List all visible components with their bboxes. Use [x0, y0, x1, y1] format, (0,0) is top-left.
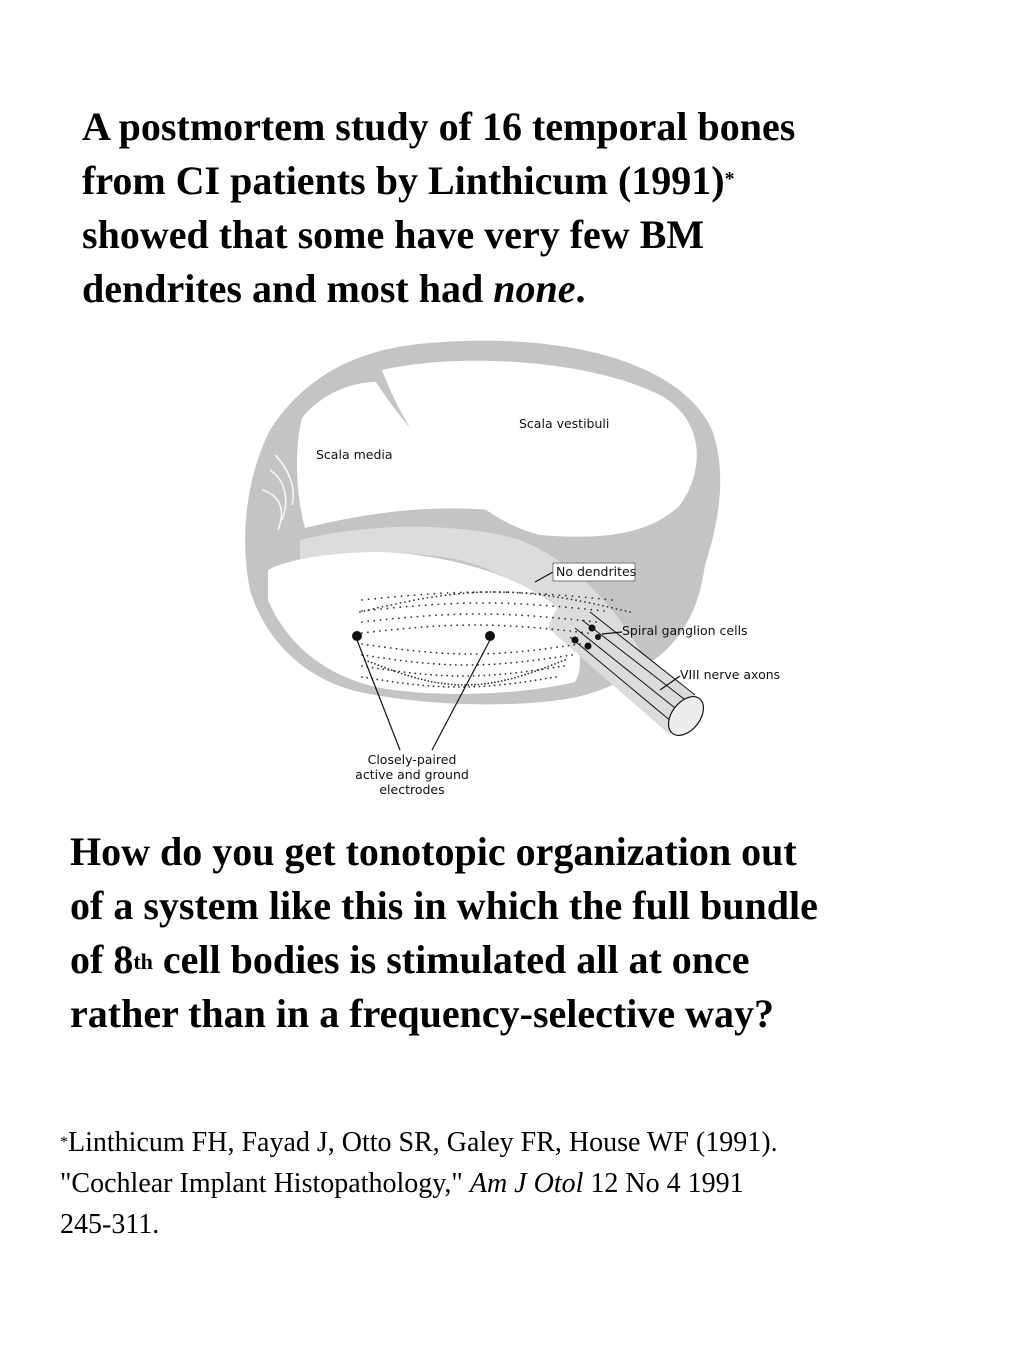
intro-paragraph: A postmortem study of 16 temporal bones …	[82, 100, 962, 316]
reference-line-1: Linthicum FH, Fayad J, Otto SR, Galey FR…	[68, 1127, 778, 1158]
label-nerve-axons: VIII nerve axons	[680, 667, 780, 682]
question-line-4: rather than in a frequency-selective way…	[70, 991, 774, 1036]
ordinal-suffix: th	[133, 949, 153, 974]
electrode-pair	[352, 631, 495, 641]
intro-line-4: dendrites and most had	[82, 266, 494, 311]
question-paragraph: How do you get tonotopic organization ou…	[70, 825, 970, 1041]
reference-line-2b: 12 No 4 1991	[583, 1168, 744, 1199]
question-line-3b: cell bodies is stimulated all at once	[152, 937, 750, 982]
label-box-no-dendrites	[552, 562, 636, 582]
scala-media-region	[296, 382, 490, 528]
footnote-mark: *	[724, 168, 735, 190]
question-line-1: How do you get tonotopic organization ou…	[70, 829, 797, 874]
intro-line-2: from CI patients by Linthicum (1991)	[82, 158, 725, 203]
label-spiral-ganglion: Spiral ganglion cells	[622, 623, 748, 638]
spiral-ligament-striations	[261, 454, 294, 531]
reference-line-2a: "Cochlear Implant Histopathology,"	[60, 1168, 470, 1199]
intro-period: .	[575, 266, 586, 311]
label-scala-media: Scala media	[316, 447, 393, 462]
intro-line-1: A postmortem study of 16 temporal bones	[82, 104, 796, 149]
question-line-3a: of 8	[70, 937, 134, 982]
intro-emphasis: none	[493, 266, 576, 311]
scala-tympani-region	[268, 552, 580, 694]
scala-vestibuli-region	[382, 360, 697, 537]
spiral-ganglion-cells	[571, 624, 601, 650]
nerve-bundle	[548, 600, 705, 736]
label-electrodes-1: Closely-paired	[368, 752, 457, 767]
label-electrodes-3: electrodes	[379, 782, 444, 797]
electrode-ground	[485, 631, 495, 641]
reference-journal: Am J Otol	[469, 1168, 584, 1199]
reference-mark: *	[60, 1134, 68, 1151]
intro-line-3: showed that some have very few BM	[82, 212, 705, 257]
label-no-dendrites: No dendrites	[556, 564, 636, 579]
electrode-active	[352, 631, 362, 641]
cochlea-cross-section-diagram: Scala vestibuli Scala media No dendrites…	[245, 340, 780, 797]
label-electrodes-2: active and ground	[355, 767, 469, 782]
reference-citation: *Linthicum FH, Fayad J, Otto SR, Galey F…	[60, 1122, 980, 1245]
question-line-2: of a system like this in which the full …	[70, 883, 818, 928]
reference-line-3: 245-311.	[60, 1209, 160, 1240]
label-scala-vestibuli: Scala vestibuli	[519, 416, 609, 431]
dendrite-dot-field	[359, 591, 631, 688]
leader-lines	[356, 571, 681, 751]
